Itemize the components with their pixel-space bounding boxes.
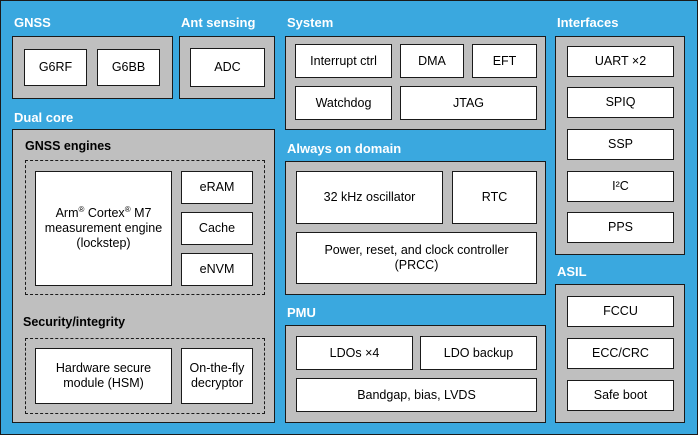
watchdog-block: Watchdog xyxy=(295,86,392,120)
uart-block: UART ×2 xyxy=(567,46,674,77)
ldo-backup-block: LDO backup xyxy=(420,336,537,370)
ecc-crc-block: ECC/CRC xyxy=(567,338,674,369)
pmu-heading: PMU xyxy=(287,305,316,320)
pps-block: PPS xyxy=(567,212,674,243)
interrupt-ctrl-block: Interrupt ctrl xyxy=(295,44,392,78)
asil-panel: FCCU ECC/CRC Safe boot xyxy=(555,284,685,423)
security-integrity-group: Hardware secure module (HSM) On-the-fly … xyxy=(25,338,265,414)
gnss-engines-title: GNSS engines xyxy=(25,139,112,153)
decryptor-line1: On-the-fly xyxy=(189,361,245,375)
prcc-block: Power, reset, and clock controller (PRCC… xyxy=(296,232,537,284)
hsm-line2: module (HSM) xyxy=(63,376,144,390)
envm-block: eNVM xyxy=(181,253,253,286)
dual-core-heading: Dual core xyxy=(14,110,74,125)
dma-block: DMA xyxy=(400,44,464,78)
prcc-line2: (PRCC) xyxy=(394,258,439,272)
eram-block: eRAM xyxy=(181,171,253,204)
safe-boot-block: Safe boot xyxy=(567,380,674,411)
pmu-panel: LDOs ×4 LDO backup Bandgap, bias, LVDS xyxy=(285,325,546,423)
decryptor-line2: decryptor xyxy=(190,376,244,390)
ant-sensing-panel: ADC xyxy=(179,36,275,99)
rtc-block: RTC xyxy=(452,171,537,224)
ldos-block: LDOs ×4 xyxy=(296,336,413,370)
prcc-line1: Power, reset, and clock controller xyxy=(324,243,509,257)
dual-core-panel: GNSS engines Arm® Cortex® M7 measurement… xyxy=(12,129,275,423)
security-integrity-title: Security/integrity xyxy=(23,315,126,329)
decryptor-block: On-the-fly decryptor xyxy=(181,348,253,404)
g6rf-block: G6RF xyxy=(24,49,87,86)
asil-heading: ASIL xyxy=(557,264,587,279)
jtag-block: JTAG xyxy=(400,86,537,120)
interfaces-panel: UART ×2 SPIQ SSP I²C PPS xyxy=(555,36,685,255)
cortex-m7-line2: measurement engine xyxy=(44,221,163,235)
gnss-panel: G6RF G6BB xyxy=(12,36,173,99)
oscillator-block: 32 kHz oscillator xyxy=(296,171,443,224)
ant-sensing-heading: Ant sensing xyxy=(181,15,256,30)
cache-block: Cache xyxy=(181,212,253,245)
ssp-block: SSP xyxy=(567,129,674,160)
cortex-m7-line1: Arm® Cortex® M7 xyxy=(55,204,152,220)
spiq-block: SPIQ xyxy=(567,87,674,118)
interfaces-heading: Interfaces xyxy=(557,15,619,30)
system-heading: System xyxy=(287,15,334,30)
i2c-block: I²C xyxy=(567,171,674,202)
g6bb-block: G6BB xyxy=(97,49,160,86)
gnss-heading: GNSS xyxy=(14,15,51,30)
eft-block: EFT xyxy=(472,44,537,78)
cortex-m7-line3: (lockstep) xyxy=(76,236,131,250)
always-on-heading: Always on domain xyxy=(287,141,402,156)
gnss-engines-group: Arm® Cortex® M7 measurement engine (lock… xyxy=(25,160,265,295)
always-on-panel: 32 kHz oscillator RTC Power, reset, and … xyxy=(285,161,546,295)
cortex-m7-block: Arm® Cortex® M7 measurement engine (lock… xyxy=(35,171,172,286)
hsm-block: Hardware secure module (HSM) xyxy=(35,348,172,404)
fccu-block: FCCU xyxy=(567,296,674,327)
adc-block: ADC xyxy=(190,48,265,87)
system-panel: Interrupt ctrl DMA EFT Watchdog JTAG xyxy=(285,36,546,130)
hsm-line1: Hardware secure xyxy=(55,361,152,375)
bandgap-block: Bandgap, bias, LVDS xyxy=(296,378,537,412)
